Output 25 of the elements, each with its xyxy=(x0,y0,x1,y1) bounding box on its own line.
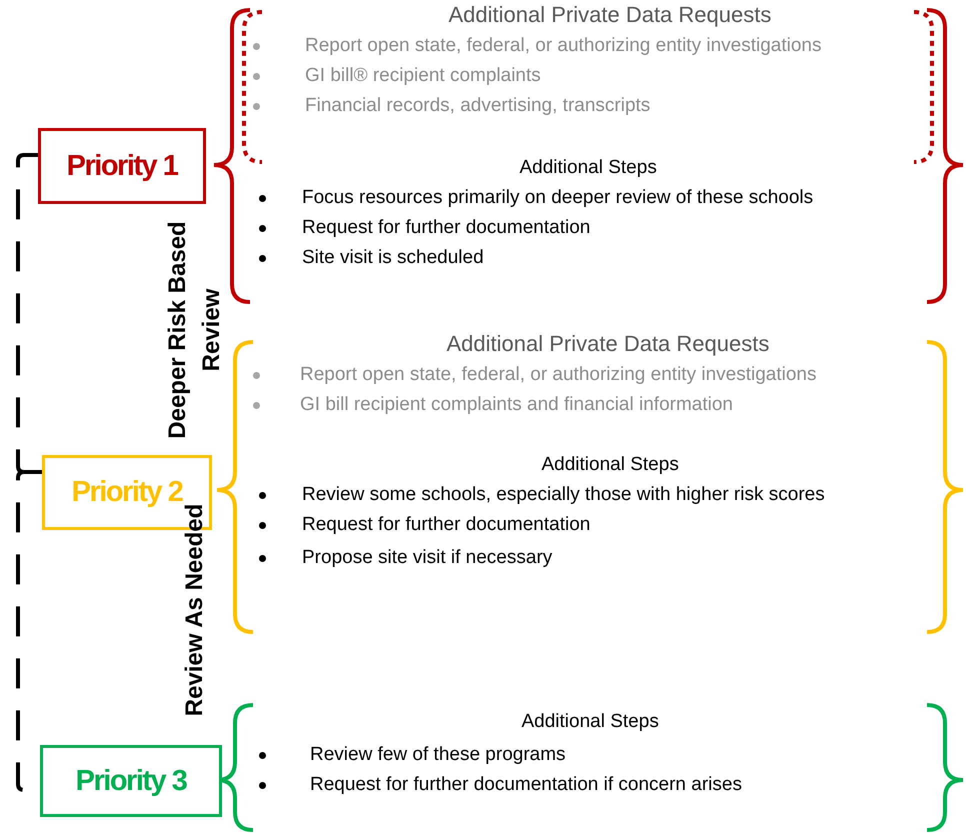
priority-box xyxy=(38,128,206,204)
priority-label: Priority 2 xyxy=(72,476,182,509)
bullet-item: Site visit is scheduled xyxy=(302,246,484,270)
bullet-item: Review some schools, especially those with higher risk scores xyxy=(302,483,825,507)
section-heading: Additional Private Data Requests xyxy=(448,3,772,27)
section-heading: Additional Steps xyxy=(522,710,659,734)
bullet-item: Request for further documentation xyxy=(302,513,590,537)
bullet-item: Financial records, advertising, transcripts xyxy=(305,94,650,118)
bullet-item: Focus resources primarily on deeper review of these schools xyxy=(302,186,814,210)
section-heading: Additional Steps xyxy=(520,156,657,180)
priority-label: Priority 3 xyxy=(76,764,186,798)
bullet-item: GI bill recipient complaints and financial information xyxy=(300,393,733,417)
bullet-item: Request for further documentation xyxy=(302,216,590,240)
bullet-item: Request for further documentation if concern arises xyxy=(310,773,742,797)
vertical-label: Deeper Risk Based Review xyxy=(163,220,226,440)
bullet-item: Report open state, federal, or authorizing entity investigations xyxy=(300,363,816,387)
priority-box xyxy=(40,745,222,817)
bullet-item: Report open state, federal, or authorizing entity investigations xyxy=(305,34,822,58)
bullet-item: GI bill® recipient complaints xyxy=(305,64,541,88)
section-heading: Additional Steps xyxy=(542,453,679,477)
vertical-label: Review As Needed xyxy=(180,502,209,718)
section-heading: Additional Private Data Requests xyxy=(446,332,770,356)
bullet-item: Propose site visit if necessary xyxy=(302,546,552,570)
priority-label: Priority 1 xyxy=(66,150,178,182)
bullet-item: Review few of these programs xyxy=(310,743,566,767)
